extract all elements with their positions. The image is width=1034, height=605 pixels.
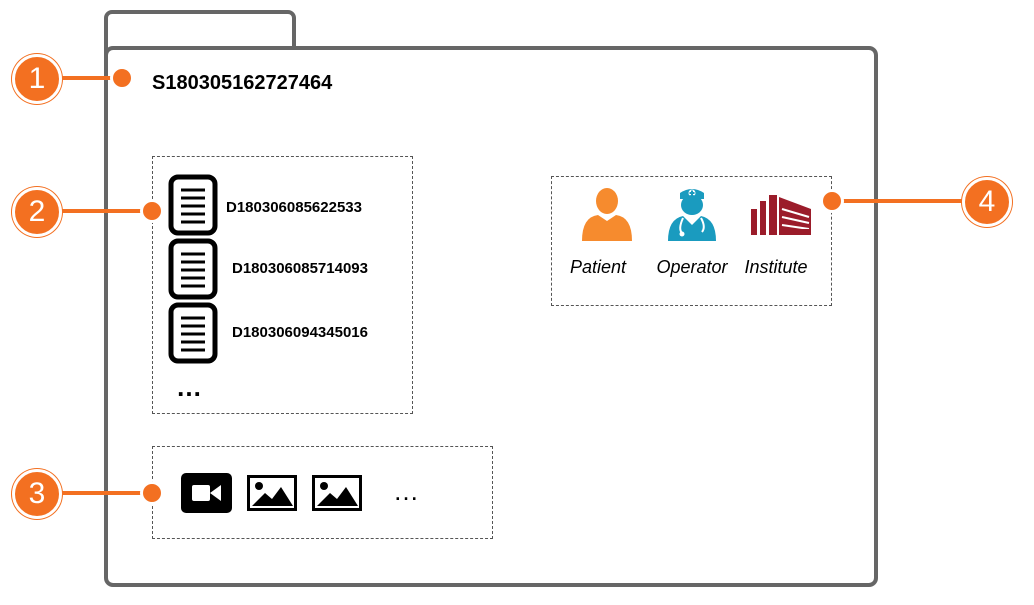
document-list <box>152 156 413 414</box>
callout-line-4 <box>832 199 962 203</box>
callout-line-3 <box>40 491 152 495</box>
callout-badge-4: 4 <box>962 177 1012 227</box>
institute-label: Institute <box>744 257 808 277</box>
patient-icon[interactable] <box>580 187 634 241</box>
callout-line-1 <box>40 76 122 80</box>
operator-label: Operator <box>656 257 728 277</box>
callout-dot-3 <box>140 481 164 505</box>
document-id[interactable]: D180306085622533 <box>226 199 362 216</box>
callout-dot-1 <box>110 66 134 90</box>
series-folder <box>104 46 878 587</box>
callout-badge-3: 3 <box>12 469 62 519</box>
video-camera-icon[interactable] <box>181 473 232 513</box>
document-icon <box>168 302 218 364</box>
callout-line-2 <box>40 209 152 213</box>
entity-group <box>551 176 832 306</box>
callout-dot-4 <box>820 189 844 213</box>
media-more: … <box>393 476 421 506</box>
documents-more: … <box>176 372 204 402</box>
document-id[interactable]: D180306094345016 <box>232 324 368 341</box>
callout-dot-2 <box>140 199 164 223</box>
callout-badge-1: 1 <box>12 54 62 104</box>
institute-icon[interactable] <box>751 195 811 235</box>
image-icon[interactable] <box>312 475 362 511</box>
callout-badge-2: 2 <box>12 187 62 237</box>
document-icon <box>168 174 218 236</box>
series-id: S180305162727464 <box>152 72 333 94</box>
document-icon <box>168 238 218 300</box>
image-icon[interactable] <box>247 475 297 511</box>
document-id[interactable]: D180306085714093 <box>232 260 368 277</box>
operator-icon[interactable] <box>664 185 720 241</box>
patient-label: Patient <box>569 257 627 277</box>
